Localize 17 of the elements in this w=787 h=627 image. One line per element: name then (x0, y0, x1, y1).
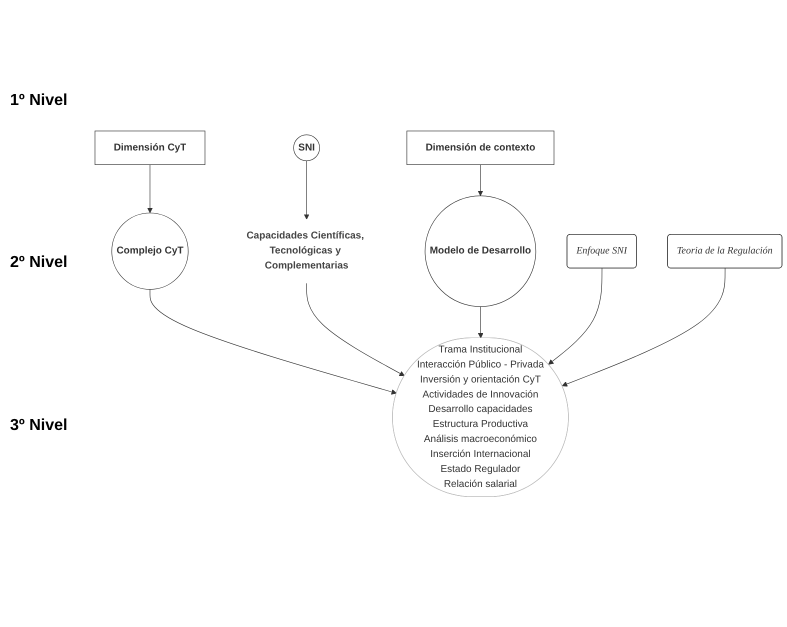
node-box: Dimensión de contexto (406, 130, 554, 165)
arrow (304, 160, 310, 220)
level-label: 2º Nivel (10, 254, 68, 272)
node-box: Dimensión CyT (94, 130, 206, 165)
level-label: 1º Nivel (10, 92, 68, 110)
arrow (150, 288, 397, 394)
node-circle: Modelo de Desarrollo (424, 195, 536, 307)
arrow (478, 306, 484, 338)
arrow (147, 164, 153, 213)
arrow (562, 268, 726, 386)
arrow (478, 164, 484, 196)
arrow (548, 268, 602, 364)
level-label: 3º Nivel (10, 416, 68, 435)
node-text: Capacidades Científicas, Tecnológicas y Complementarias (246, 230, 364, 271)
node-circle: Complejo CyT (111, 212, 188, 290)
arrow (306, 282, 405, 376)
node-circle: SNI (293, 134, 320, 161)
